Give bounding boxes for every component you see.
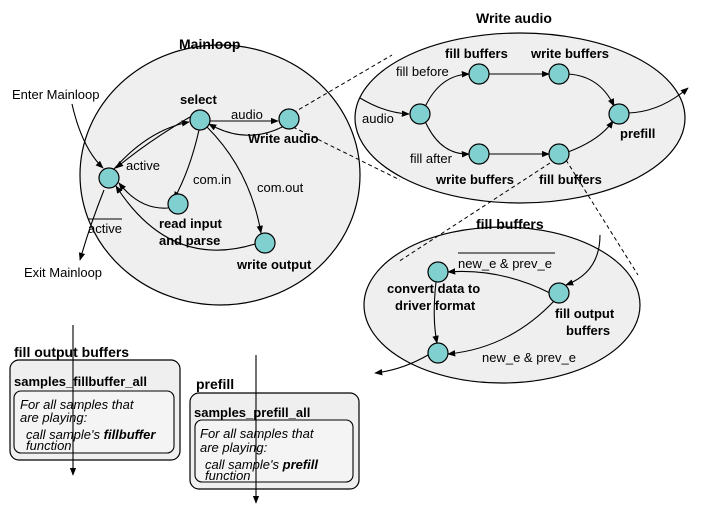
fill-output-line3: call sample's fillbuffer bbox=[26, 427, 156, 442]
node-write-buffers-top[interactable] bbox=[548, 63, 570, 85]
edge-write-audio-to-select bbox=[208, 123, 287, 136]
write-output-label: write output bbox=[236, 257, 312, 272]
prefill-line1: For all samples that bbox=[200, 426, 315, 441]
fill-buffers-title: fill buffers bbox=[476, 216, 544, 232]
edge-write-top-to-prefill bbox=[567, 73, 615, 107]
edge-fill-output-to-bottom bbox=[447, 299, 556, 357]
audio-in-label: audio bbox=[362, 111, 394, 126]
node-fb-exit[interactable] bbox=[427, 342, 449, 364]
edge-wa-exit bbox=[627, 87, 689, 114]
node-fill-buffers-bottom[interactable] bbox=[548, 143, 570, 165]
convert-label-1: convert data to bbox=[387, 281, 480, 296]
prefill-line4: function bbox=[205, 468, 251, 483]
edge-fill-after bbox=[424, 120, 470, 158]
fill-before-label: fill before bbox=[396, 64, 449, 79]
write-buffers-top-label: write buffers bbox=[530, 46, 609, 61]
prefill-line3: call sample's prefill bbox=[205, 457, 318, 472]
prefill-line3-pre: call sample's bbox=[205, 457, 283, 472]
node-convert[interactable] bbox=[427, 261, 449, 283]
node-write-audio[interactable] bbox=[278, 108, 300, 130]
edge-fill-output-to-convert bbox=[447, 268, 551, 294]
fill-output-line3-pre: call sample's bbox=[26, 427, 104, 442]
edge-convert-to-bottom bbox=[432, 281, 439, 344]
fill-output-inner-box bbox=[13, 390, 175, 454]
fill-output-line1: For all samples that bbox=[20, 397, 135, 412]
dash-fill-buffers-left bbox=[397, 162, 551, 263]
fill-output-line2: are playing: bbox=[20, 410, 88, 425]
not-active-edge-label: active bbox=[88, 221, 122, 236]
enter-mainloop-label: Enter Mainloop bbox=[12, 87, 99, 102]
edge-fb-entry bbox=[565, 234, 601, 286]
node-write-output[interactable] bbox=[254, 232, 276, 254]
node-select[interactable] bbox=[189, 109, 211, 131]
write-audio-title: Write audio bbox=[476, 10, 552, 26]
fill-output-box-title: fill output buffers bbox=[14, 344, 129, 360]
dash-fill-buffers-right bbox=[565, 159, 639, 276]
com-out-label: com.out bbox=[257, 180, 304, 195]
node-read-input[interactable] bbox=[167, 193, 189, 215]
node-active[interactable] bbox=[98, 167, 120, 189]
write-audio-ellipse bbox=[354, 32, 686, 204]
audio-edge-label: audio bbox=[231, 107, 263, 122]
edge-select-to-active bbox=[115, 116, 191, 169]
prefill-line2: are playing: bbox=[200, 440, 268, 455]
fill-output-label-1: fill output bbox=[555, 306, 615, 321]
select-label: select bbox=[180, 92, 218, 107]
edge-fb-exit bbox=[374, 354, 429, 376]
node-fill-output[interactable] bbox=[548, 282, 570, 304]
active-edge-label: active bbox=[126, 158, 160, 173]
read-input-label-1: read input bbox=[159, 216, 223, 231]
exit-mainloop-label: Exit Mainloop bbox=[24, 265, 102, 280]
prefill-line3-bold: prefill bbox=[282, 457, 319, 472]
node-wa-entry[interactable] bbox=[409, 103, 431, 125]
edge-fill-bottom-to-prefill bbox=[567, 120, 614, 153]
convert-label-2: driver format bbox=[395, 298, 476, 313]
fill-output-label-2: buffers bbox=[566, 323, 610, 338]
mainloop-title: Mainloop bbox=[179, 36, 240, 52]
edge-enter bbox=[71, 103, 104, 169]
cond-bottom-label: new_e & prev_e bbox=[482, 350, 576, 365]
edge-fill-before bbox=[424, 71, 470, 108]
node-fill-buffers-top[interactable] bbox=[468, 63, 490, 85]
fill-output-box-function: samples_fillbuffer_all bbox=[14, 374, 147, 389]
fill-buffers-bottom-label: fill buffers bbox=[539, 172, 602, 187]
com-in-label: com.in bbox=[193, 172, 231, 187]
read-input-label-2: and parse bbox=[159, 233, 220, 248]
prefill-label: prefill bbox=[620, 126, 655, 141]
write-audio-node-label: Write audio bbox=[248, 131, 319, 146]
fill-after-label: fill after bbox=[410, 151, 453, 166]
prefill-box-title: prefill bbox=[196, 376, 234, 392]
node-write-buffers-bottom[interactable] bbox=[468, 143, 490, 165]
prefill-inner-box bbox=[194, 419, 354, 483]
fill-buffers-top-label: fill buffers bbox=[445, 46, 508, 61]
prefill-box-function: samples_prefill_all bbox=[194, 405, 310, 420]
dash-write-audio-top bbox=[292, 54, 393, 114]
fill-output-line4: function bbox=[26, 438, 72, 453]
write-buffers-bottom-label: write buffers bbox=[435, 172, 514, 187]
edge-write-output-to-active bbox=[115, 185, 256, 251]
node-prefill[interactable] bbox=[608, 103, 630, 125]
cond-top-label: new_e & prev_e bbox=[458, 256, 552, 271]
dash-write-audio-bottom bbox=[292, 126, 401, 181]
edge-com-out bbox=[206, 126, 263, 234]
edge-wa-entry bbox=[359, 97, 410, 117]
fill-output-line3-bold: fillbuffer bbox=[104, 427, 157, 442]
edge-exit bbox=[78, 189, 105, 261]
